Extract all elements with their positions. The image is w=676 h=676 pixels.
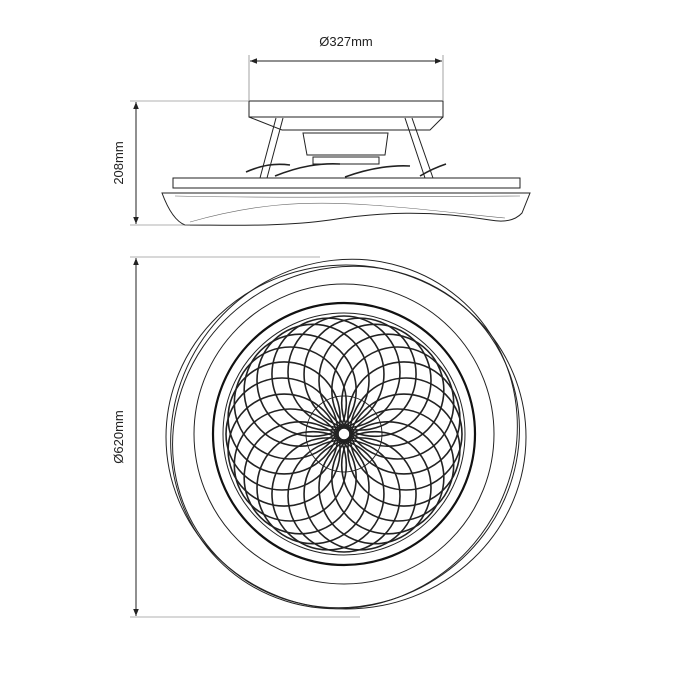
shade-contour: [165, 264, 527, 610]
mounting-plate: [172, 177, 521, 189]
canopy-base: [248, 116, 444, 131]
grille-loop: [318, 430, 432, 545]
shade-contour: [174, 195, 521, 223]
overall-diameter-dimension: Ø620mm: [111, 256, 360, 618]
overall-diameter-label: Ø620mm: [111, 410, 126, 463]
grille-loop: [233, 408, 348, 522]
grille-loop: [318, 323, 432, 438]
right-support-leg: [404, 117, 434, 179]
motor-hub: [312, 156, 380, 165]
grille-loop: [243, 333, 357, 447]
fan-blades: [245, 163, 447, 178]
grille-pattern: [225, 315, 463, 553]
canopy-diameter-dimension: Ø327mm: [248, 34, 444, 100]
shade-contour: [170, 258, 518, 610]
outer-shade-swirl: [165, 258, 527, 610]
grille-loop: [347, 361, 461, 475]
shade: [161, 192, 531, 226]
shade-contour: [193, 283, 495, 585]
grille-loop: [256, 323, 370, 438]
grille-loop: [233, 346, 348, 460]
shade-contour: [172, 265, 520, 609]
grille-loop: [331, 333, 445, 447]
center-light: [305, 395, 383, 473]
grille-loop: [331, 421, 445, 535]
grille-loop: [256, 430, 370, 545]
height-dimension: 208mm: [111, 100, 249, 226]
inner-ring: [211, 301, 477, 567]
bottom-view: [165, 258, 527, 610]
grille-loop: [271, 437, 385, 551]
grille-loop: [347, 393, 461, 507]
grille-loop: [340, 408, 455, 522]
canopy: [248, 100, 444, 118]
height-label: 208mm: [111, 141, 126, 184]
grille-loop: [227, 361, 341, 475]
grille-loop: [340, 346, 455, 460]
grille-rim: [222, 312, 466, 556]
left-support-leg: [259, 117, 284, 179]
motor-housing: [302, 132, 389, 156]
grille-loop: [303, 317, 417, 431]
canopy-diameter-label: Ø327mm: [319, 34, 372, 49]
grille-loop: [243, 421, 357, 535]
side-view: [161, 100, 531, 226]
